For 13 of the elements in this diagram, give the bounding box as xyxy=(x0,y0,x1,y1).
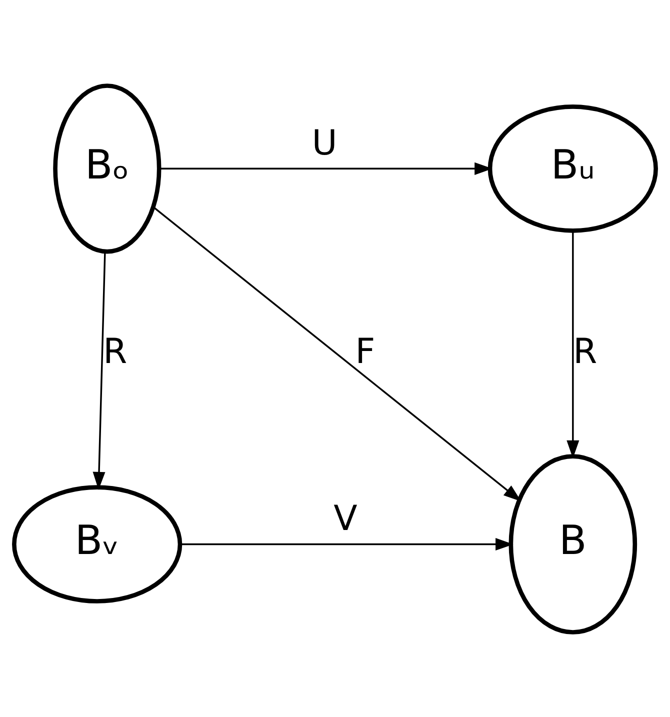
node-ellipse: Bᵤ xyxy=(488,104,658,232)
arrow xyxy=(153,206,522,502)
edge-label: R xyxy=(103,331,128,372)
node-ellipse: B xyxy=(508,454,638,634)
arrow xyxy=(159,162,492,174)
node-ellipse: Bᵥ xyxy=(12,484,182,603)
edge-label: U xyxy=(312,123,338,164)
node-ellipse: Bₒ xyxy=(53,83,162,254)
edge-label: R xyxy=(573,331,598,372)
arrow xyxy=(180,538,514,550)
arrow xyxy=(92,251,106,490)
edge-label: F xyxy=(355,331,376,372)
edge-label: V xyxy=(334,498,358,539)
